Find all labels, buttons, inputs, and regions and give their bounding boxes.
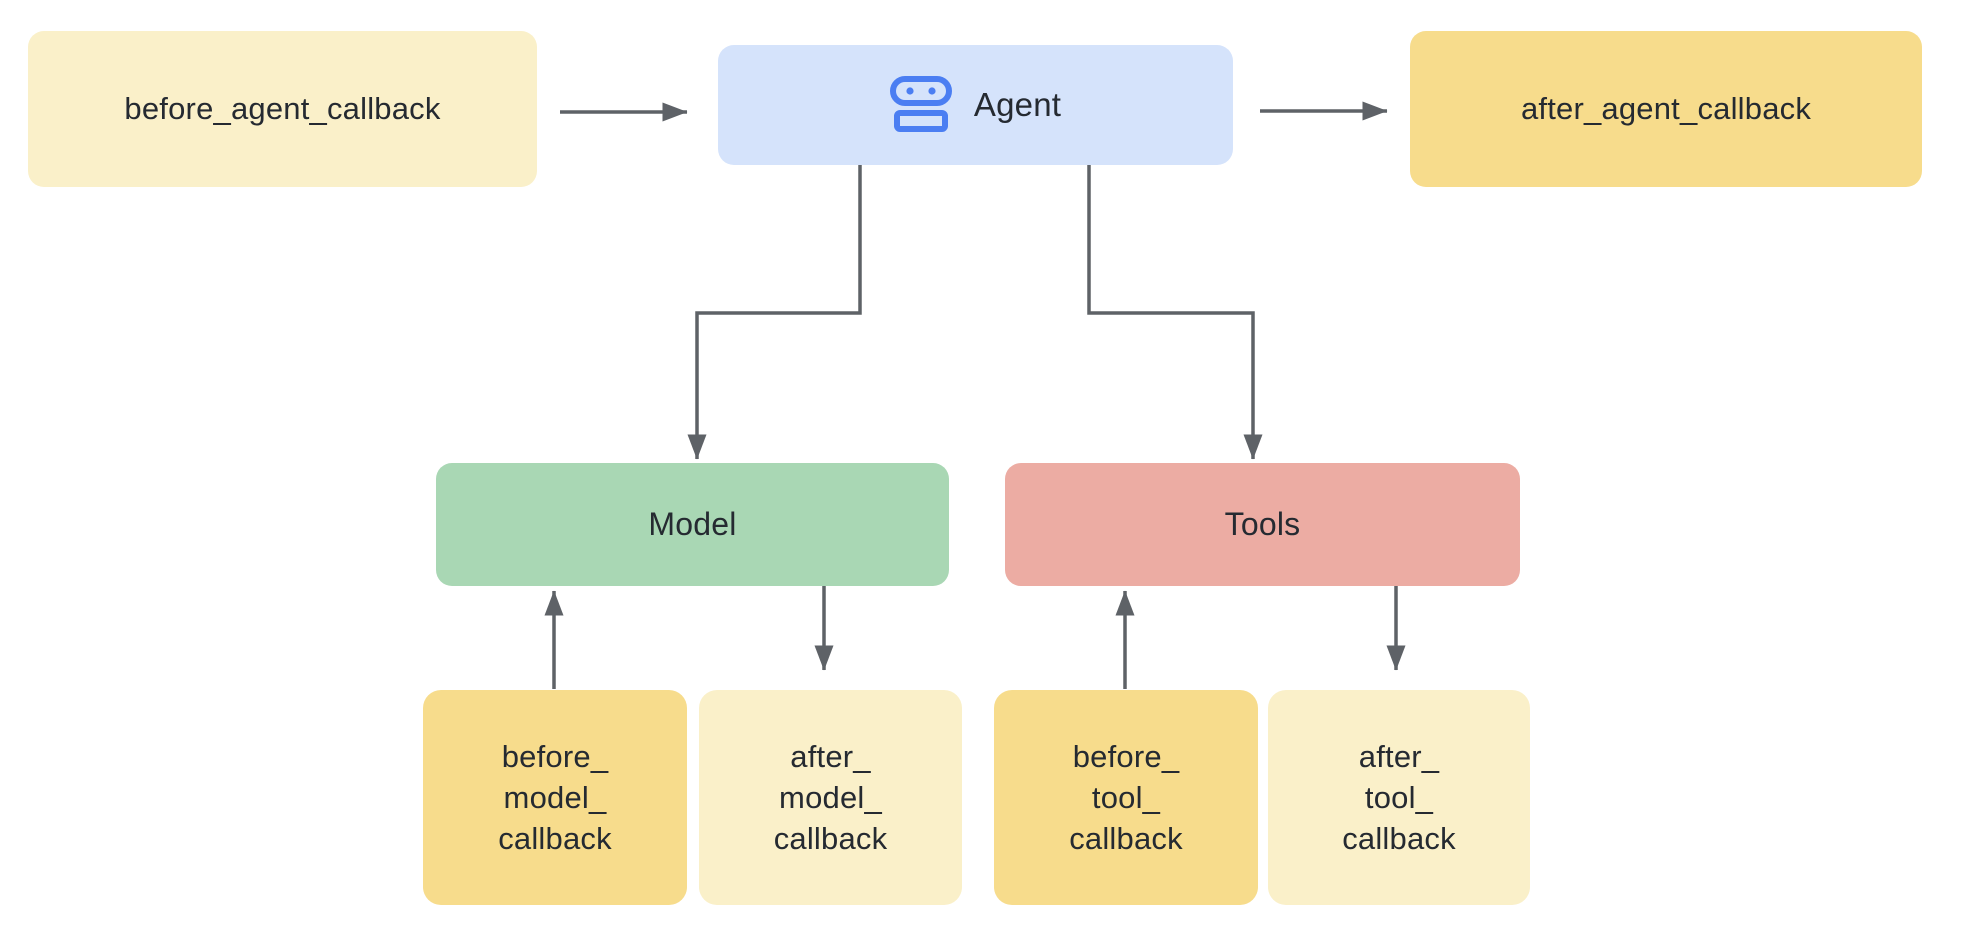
model-label: Model — [648, 506, 737, 542]
after-tool-callback-label: after_ tool_ callback — [1342, 736, 1456, 859]
label-line: model_ — [779, 780, 882, 815]
label-line: before_ — [501, 739, 609, 774]
after-model-callback-label: after_ model_ callback — [774, 736, 888, 859]
node-after-model-callback: after_ model_ callback — [699, 690, 962, 905]
label-line: before_ — [1072, 739, 1180, 774]
node-after-agent-callback: after_agent_callback — [1410, 31, 1922, 187]
node-tools: Tools — [1005, 463, 1520, 586]
node-agent: Agent — [718, 45, 1233, 165]
edge-agent-to-tools — [1087, 165, 1263, 460]
label-line: after_ — [1358, 739, 1440, 774]
label-line: tool_ — [1091, 780, 1161, 815]
after-agent-callback-label: after_agent_callback — [1520, 91, 1812, 126]
before-model-callback-label: before_ model_ callback — [498, 736, 612, 859]
label-line: tool_ — [1364, 780, 1434, 815]
tools-label: Tools — [1224, 506, 1301, 542]
node-before-model-callback: before_ model_ callback — [423, 690, 687, 905]
agent-content: Agent — [889, 76, 1062, 134]
label-line: after_ — [790, 739, 871, 774]
node-before-tool-callback: before_ tool_ callback — [994, 690, 1258, 905]
robot-icon — [889, 76, 952, 134]
label-line: callback — [773, 821, 888, 856]
agent-label: Agent — [973, 86, 1062, 123]
before-agent-callback-label: before_agent_callback — [124, 91, 441, 126]
before-tool-callback-label: before_ tool_ callback — [1069, 736, 1183, 859]
label-line: callback — [1342, 821, 1456, 856]
node-model: Model — [436, 463, 949, 586]
label-line: callback — [1069, 821, 1183, 856]
node-before-agent-callback: before_agent_callback — [28, 31, 537, 187]
edge-agent-to-model — [687, 165, 862, 460]
node-after-tool-callback: after_ tool_ callback — [1268, 690, 1530, 905]
label-line: model_ — [503, 780, 607, 815]
label-line: callback — [498, 821, 612, 856]
